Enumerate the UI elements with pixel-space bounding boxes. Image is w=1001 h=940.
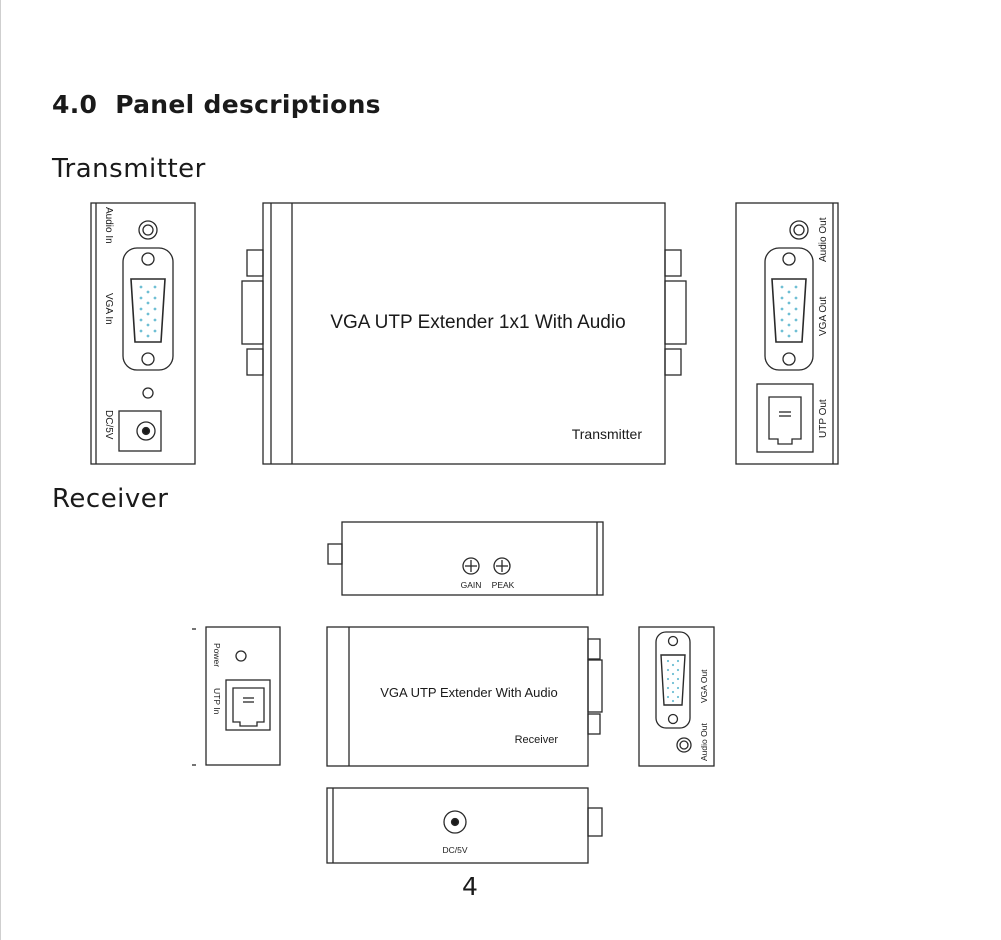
dc-label: DC/5V [103, 410, 114, 440]
transmitter-right-panel: Audio Out VGA Out UTP Out [735, 202, 839, 465]
vga-in-label: VGA In [103, 293, 114, 325]
vga-pins [139, 285, 157, 338]
audio-out-jack [676, 737, 692, 753]
transmitter-left-panel: Audio In VGA In DC/5V [90, 202, 196, 465]
receiver-side-top: GAIN PEAK [327, 521, 604, 596]
utp-in-label: UTP In [212, 688, 222, 715]
gain-label: GAIN [461, 580, 482, 590]
power-label: Power [212, 643, 222, 667]
receiver-right-panel: VGA Out Audio Out [638, 626, 715, 767]
audio-out-label: Audio Out [818, 217, 829, 262]
audio-in-label: Audio In [103, 207, 114, 244]
transmitter-unit-label: Transmitter [572, 426, 643, 442]
receiver-side-bottom: DC/5V [326, 787, 603, 864]
vga-in-port [122, 247, 174, 371]
page-edge [0, 0, 1, 940]
utp-out-port [756, 383, 814, 453]
power-led [142, 387, 154, 399]
vga-out-label: VGA Out [818, 296, 829, 336]
section-title: Panel descriptions [115, 90, 381, 119]
receiver-product-name: VGA UTP Extender With Audio [380, 685, 558, 700]
receiver-left-panel: Power UTP In [192, 626, 281, 766]
dc-label: DC/5V [442, 845, 467, 855]
receiver-top-view: VGA UTP Extender With Audio Receiver [326, 626, 603, 767]
vga-pins [666, 659, 680, 703]
vga-out-label: VGA Out [699, 669, 709, 703]
section-heading: 4.0 Panel descriptions [52, 90, 381, 119]
dc-in-jack [118, 410, 162, 452]
audio-in-jack [138, 220, 158, 240]
receiver-heading: Receiver [52, 484, 169, 514]
gain-knob [462, 557, 480, 575]
transmitter-product-name: VGA UTP Extender 1x1 With Audio [330, 312, 625, 333]
peak-label: PEAK [492, 580, 515, 590]
section-number: 4.0 [52, 90, 98, 119]
transmitter-heading: Transmitter [52, 154, 206, 184]
dc-jack [443, 810, 467, 834]
audio-out-label: Audio Out [699, 723, 709, 761]
power-led [235, 650, 247, 662]
transmitter-top-view: VGA UTP Extender 1x1 With Audio Transmit… [241, 202, 687, 465]
vga-out-port [655, 631, 691, 729]
vga-out-port [764, 247, 814, 371]
page-number: 4 [462, 872, 478, 901]
utp-in-port [225, 679, 271, 731]
receiver-unit-label: Receiver [515, 734, 559, 746]
vga-pins [780, 285, 798, 338]
utp-out-label: UTP Out [818, 399, 829, 438]
audio-out-jack [789, 220, 809, 240]
peak-knob [493, 557, 511, 575]
